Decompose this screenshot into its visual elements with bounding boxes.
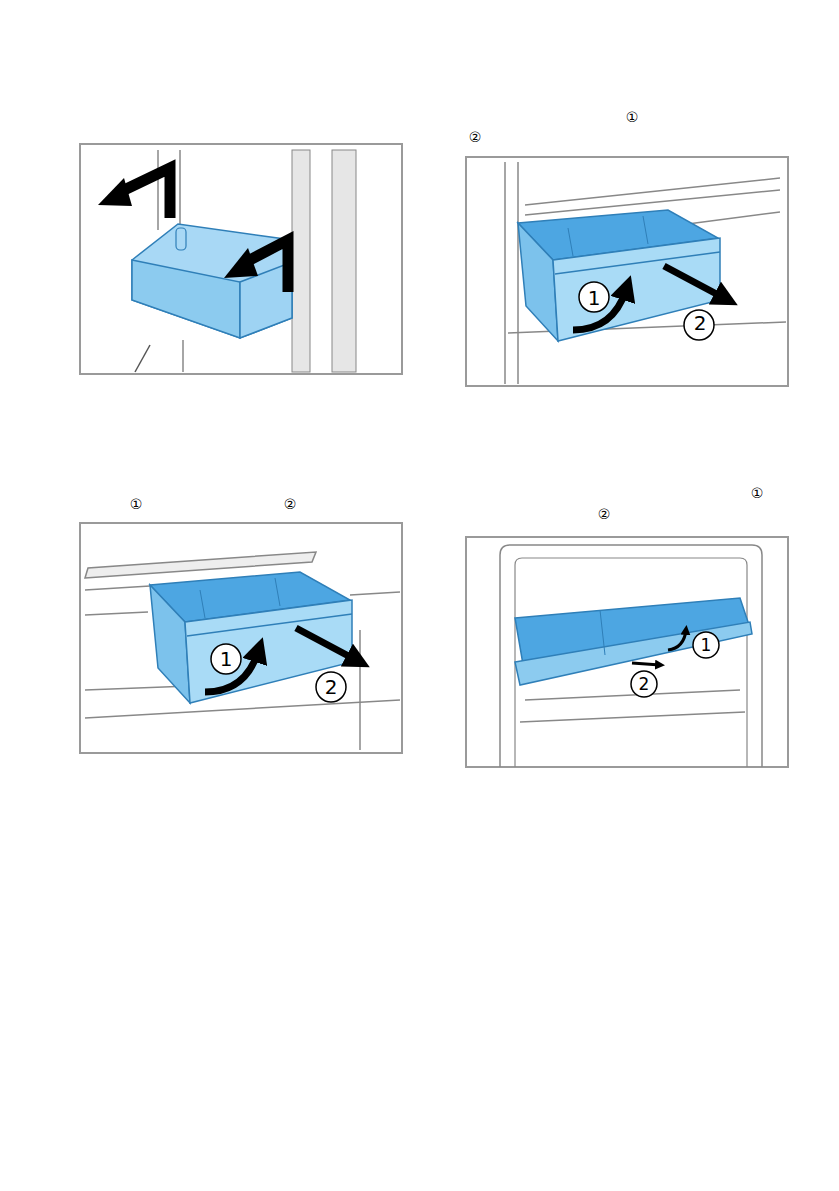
callout-number: 2 — [325, 677, 338, 697]
callout-number: ① — [626, 110, 639, 124]
callout-number: ① — [130, 497, 143, 511]
callout-number: 1 — [220, 649, 233, 669]
drawer-picture — [80, 523, 402, 753]
callout-number: 2 — [639, 676, 650, 693]
callout-number: 2 — [694, 313, 707, 333]
callout-number: ② — [469, 130, 482, 144]
callout-number: 1 — [701, 637, 712, 654]
callout-number: 1 — [588, 288, 601, 308]
drawer-picture — [466, 157, 788, 386]
callout-number: ② — [598, 507, 611, 521]
tray-picture — [466, 537, 788, 767]
door-bin-picture — [80, 144, 402, 374]
callout-number: ① — [751, 486, 764, 500]
callout-number: ② — [284, 497, 297, 511]
